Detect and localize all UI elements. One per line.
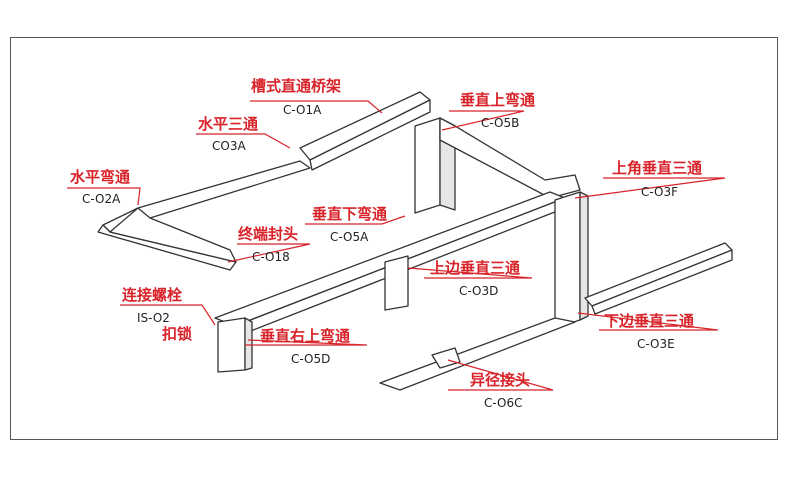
label-code: IS-O2 bbox=[137, 311, 170, 325]
label-vertical-right-up-elbow: 垂直右上弯通 bbox=[260, 327, 351, 345]
label-cable-tray-straight: 槽式直通桥架 bbox=[251, 79, 341, 94]
up-elbow-riser bbox=[414, 117, 441, 214]
upper-right-run bbox=[439, 117, 581, 199]
reducer-shape bbox=[431, 347, 461, 369]
right-riser bbox=[554, 191, 581, 329]
label-bottom-side-vertical-tee: 下边垂直三通 bbox=[604, 312, 695, 330]
label-code: C-O3D bbox=[459, 284, 499, 298]
label-vertical-up-elbow: 垂直上弯通 bbox=[460, 91, 536, 109]
label-code: C-O2A bbox=[82, 192, 121, 206]
label-vertical-down-elbow: 垂直下弯通 bbox=[312, 205, 388, 223]
label-code: C-O3E bbox=[637, 337, 675, 351]
left-drop bbox=[217, 317, 246, 373]
label-top-corner-vertical-tee: 上角垂直三通 bbox=[612, 159, 703, 177]
label-buckle-lock: 扣锁 bbox=[162, 325, 193, 343]
label-top-side-vertical-tee: 上边垂直三通 bbox=[430, 259, 521, 277]
label-code: C-O6C bbox=[484, 396, 523, 410]
leader-lines bbox=[67, 100, 726, 391]
label-end-cap: 终端封头 bbox=[238, 225, 299, 243]
label-code: C-O18 bbox=[252, 250, 290, 264]
label-code: C-O3F bbox=[641, 185, 679, 199]
lower-run bbox=[379, 317, 576, 391]
label-code: C-O1A bbox=[283, 103, 322, 117]
lower-right-run bbox=[584, 242, 733, 307]
diagram-frame bbox=[10, 37, 778, 440]
label-horizontal-tee: 水平三通 bbox=[198, 115, 259, 133]
middle-drop bbox=[384, 255, 409, 311]
label-code: C-O5D bbox=[291, 352, 331, 366]
label-name: 槽式直通桥架 bbox=[251, 77, 342, 95]
label-connecting-bolt: 连接螺栓 bbox=[122, 286, 183, 304]
label-horizontal-elbow: 水平弯通 bbox=[70, 168, 131, 186]
label-code: C-O5A bbox=[330, 230, 369, 244]
label-code: C-O5B bbox=[481, 116, 520, 130]
label-reducer: 异径接头 bbox=[470, 371, 531, 389]
label-code: CO3A bbox=[212, 139, 246, 153]
end-cap-shape bbox=[97, 224, 237, 271]
